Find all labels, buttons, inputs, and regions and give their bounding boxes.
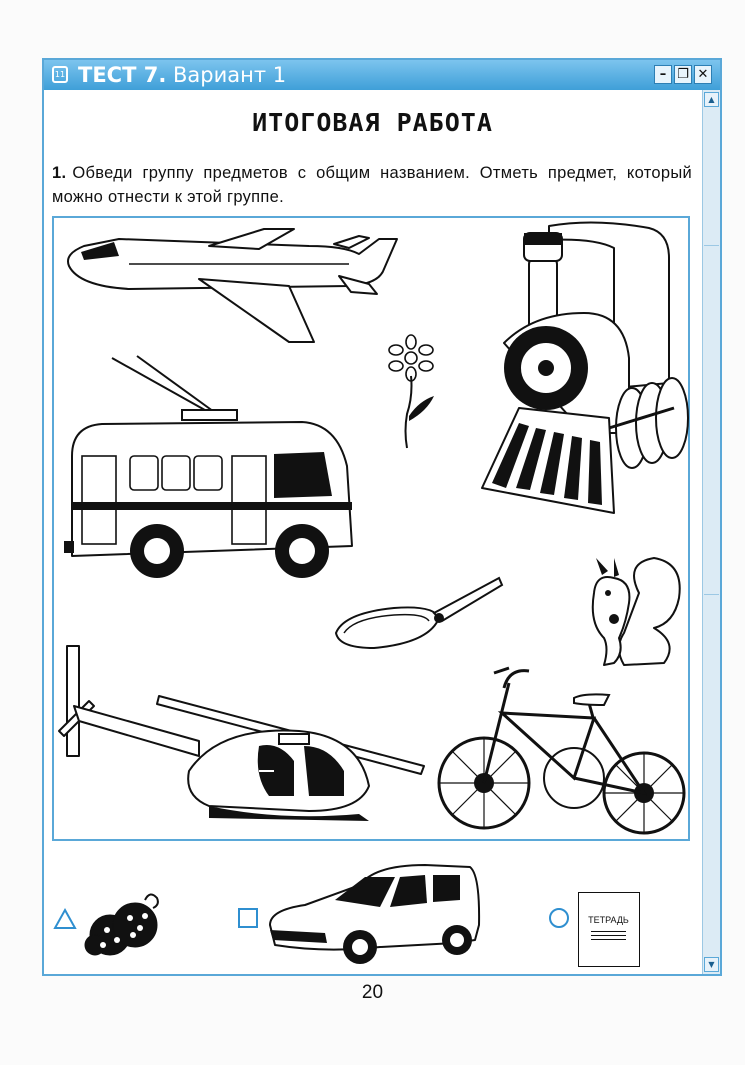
title-bar: 11 ТЕСТ 7. Вариант 1 – ❐ ✕ — [44, 60, 720, 90]
page-number: 20 — [361, 982, 384, 1003]
minimize-icon[interactable]: – — [654, 65, 672, 84]
berries-picture[interactable] — [84, 890, 165, 962]
window-title: ТЕСТ 7. Вариант 1 — [78, 63, 287, 87]
document-icon: 11 — [52, 66, 68, 83]
circle-marker-icon[interactable] — [547, 906, 571, 930]
airplane-picture[interactable] — [59, 224, 399, 349]
page-title: ИТОГОВАЯ РАБОТА — [252, 108, 493, 137]
helicopter-picture[interactable] — [58, 645, 429, 836]
flower-picture[interactable] — [379, 334, 444, 451]
scroll-thumb[interactable] — [704, 245, 719, 595]
notebook-label: ТЕТРАДЬ — [588, 915, 629, 925]
car-picture[interactable] — [265, 855, 483, 970]
scroll-up-icon[interactable]: ▲ — [704, 92, 719, 107]
restore-icon[interactable]: ❐ — [674, 65, 692, 84]
steam-locomotive-picture[interactable] — [474, 218, 689, 514]
close-icon[interactable]: ✕ — [694, 65, 712, 84]
task-text: 1.Обведи группу предметов с общим назван… — [52, 164, 692, 206]
triangle-marker-icon[interactable] — [53, 907, 77, 930]
pictures-area — [52, 216, 690, 841]
trolleybus-picture[interactable] — [62, 355, 357, 586]
vertical-scrollbar[interactable]: ▲ ▼ — [702, 90, 720, 974]
frying-pan-picture[interactable] — [334, 573, 504, 653]
square-marker-icon[interactable] — [237, 907, 259, 929]
notebook-picture[interactable]: ТЕТРАДЬ — [578, 892, 640, 967]
bicycle-picture[interactable] — [434, 663, 689, 838]
scroll-down-icon[interactable]: ▼ — [704, 957, 719, 972]
squirrel-picture[interactable] — [584, 553, 684, 673]
